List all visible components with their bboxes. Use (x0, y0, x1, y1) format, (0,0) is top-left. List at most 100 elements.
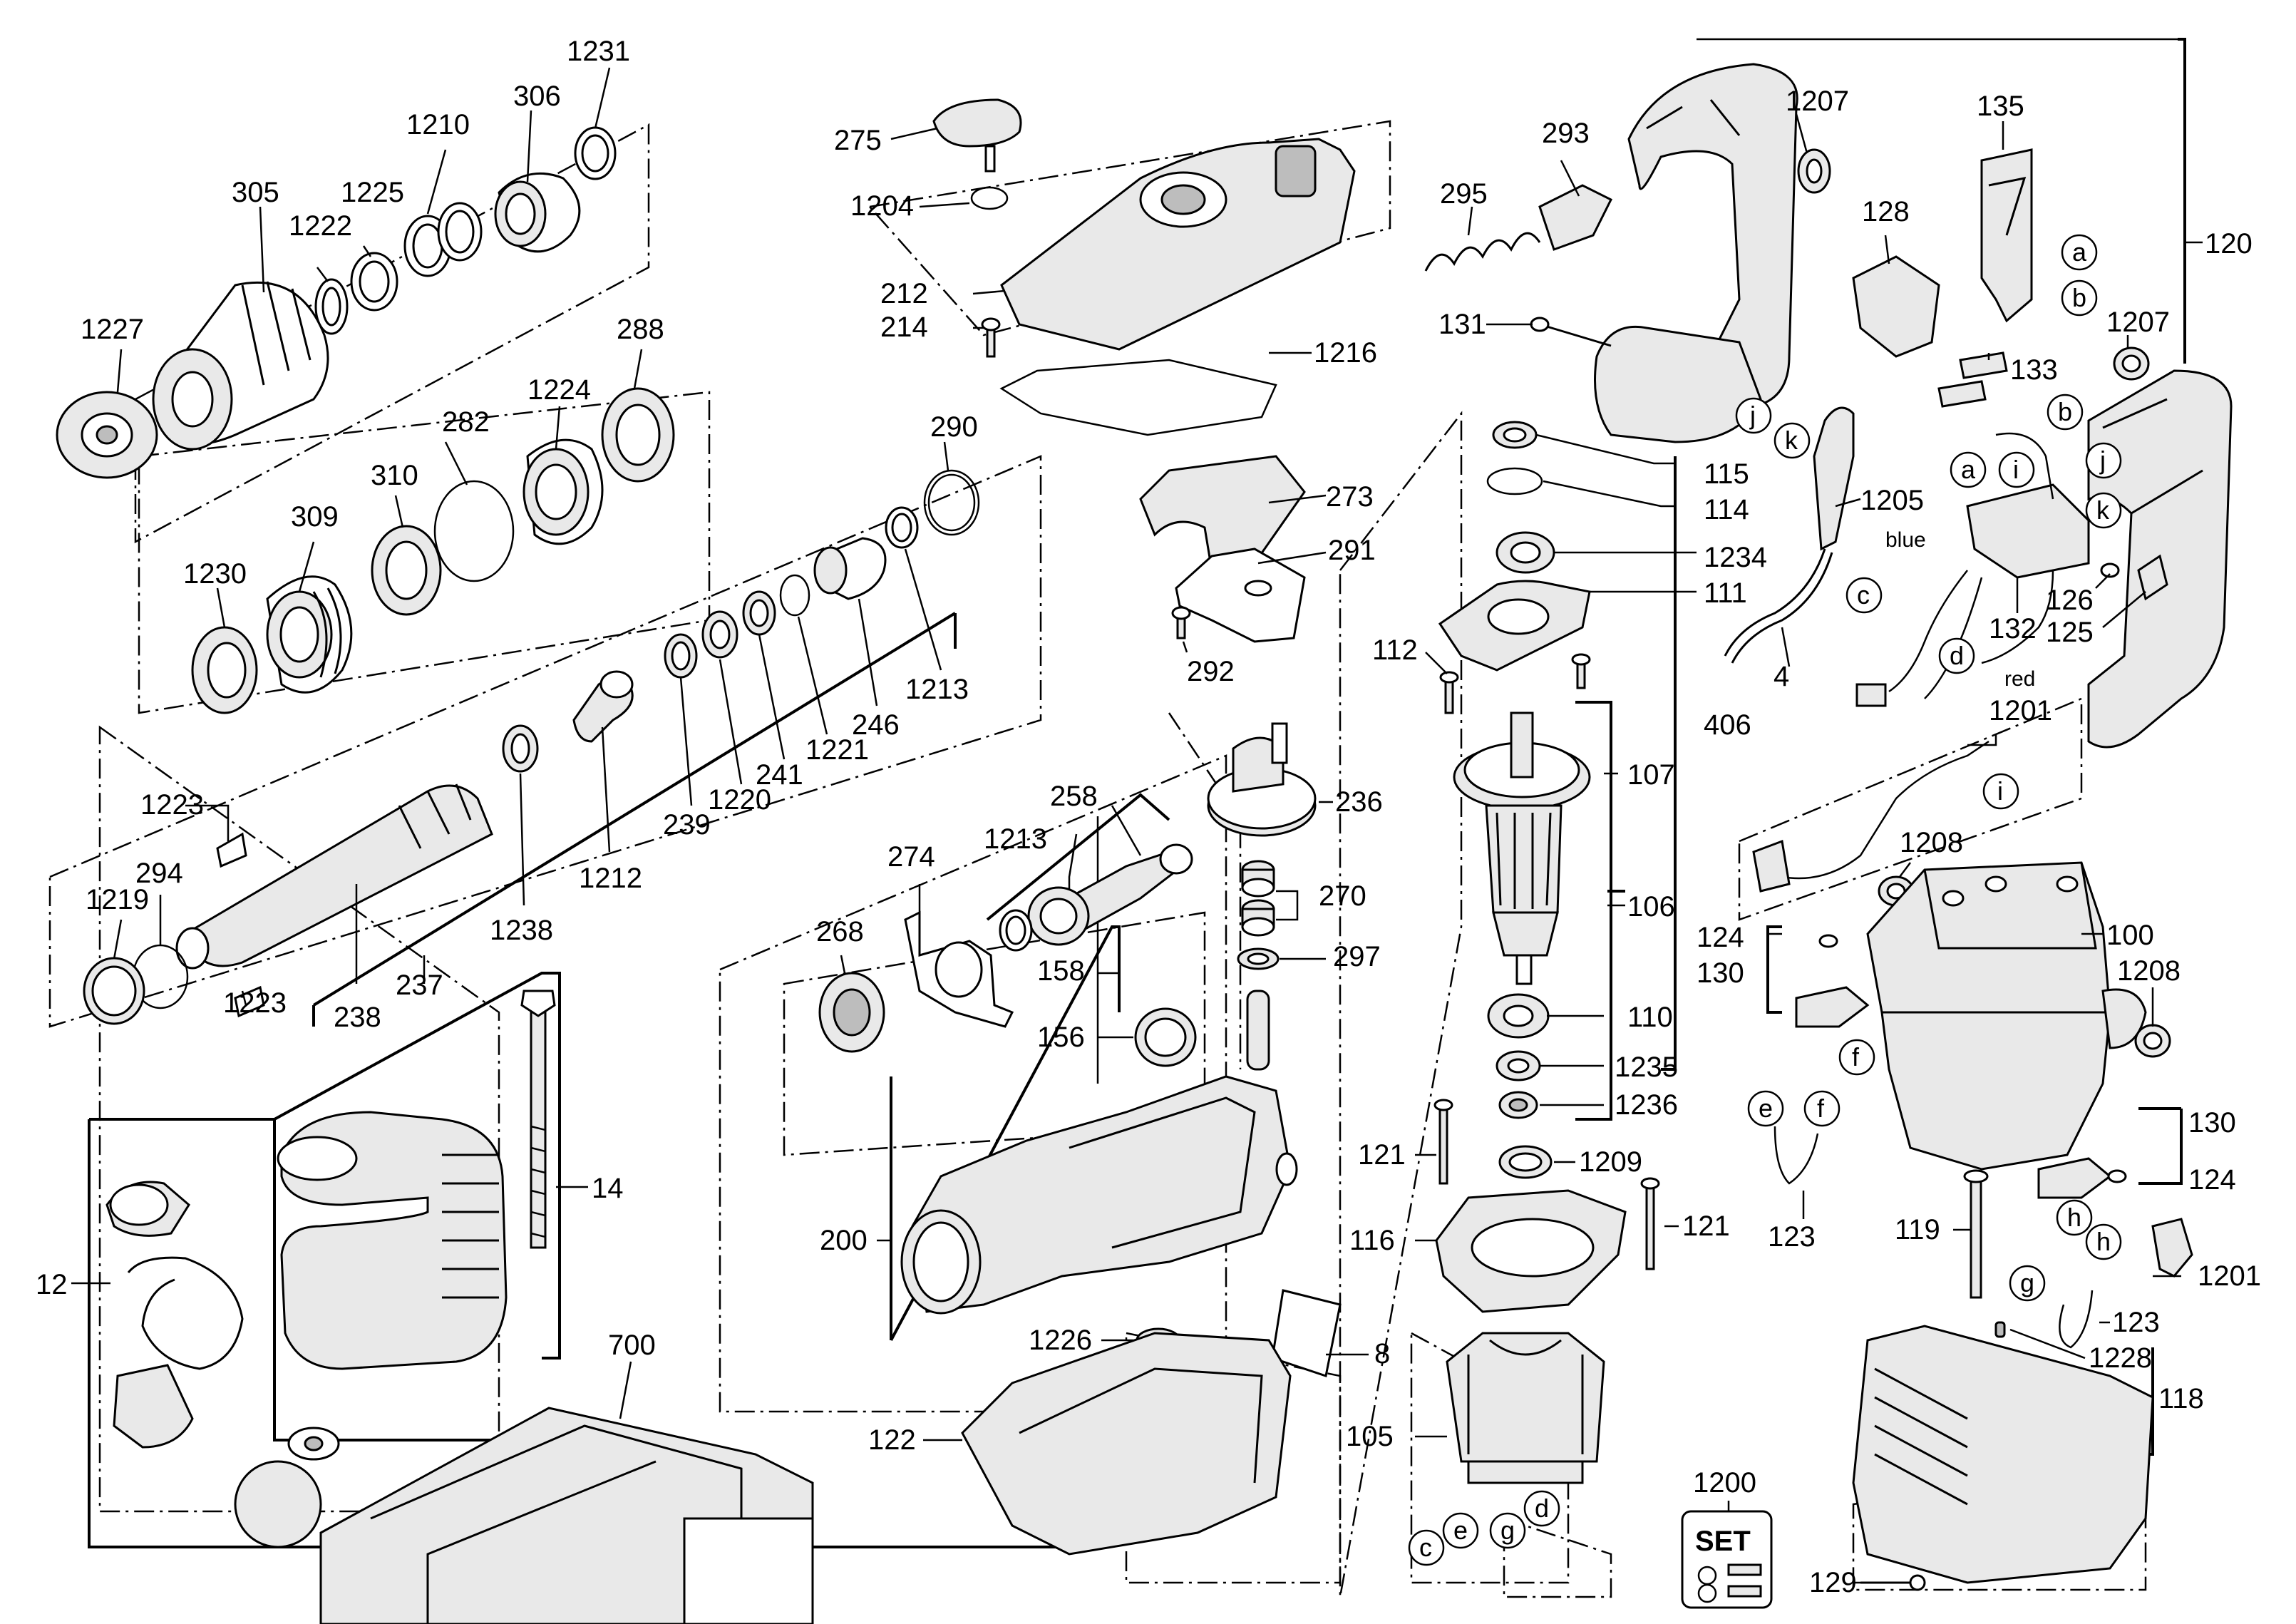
label-1204: 1204 (850, 190, 914, 222)
label-295: 295 (1440, 178, 1488, 210)
label-130a: 130 (1697, 957, 1744, 989)
label-124b: 124 (2188, 1164, 2236, 1196)
label-1208b: 1208 (2117, 955, 2181, 987)
label-246: 246 (852, 709, 900, 741)
set-badge-label: SET (1695, 1526, 1751, 1557)
label-128: 128 (1862, 196, 1910, 227)
label-1205: 1205 (1860, 485, 1924, 516)
label-306: 306 (513, 81, 561, 112)
label-1236: 1236 (1615, 1089, 1678, 1121)
label-14: 14 (592, 1173, 624, 1204)
label-114: 114 (1704, 494, 1749, 525)
chuck-assembly (56, 126, 617, 479)
label-156: 156 (1037, 1022, 1085, 1053)
label-237: 237 (396, 970, 443, 1001)
label-214: 214 (880, 312, 928, 343)
wire-letter-k: k (2096, 495, 2110, 525)
rear-handle (1424, 63, 2233, 893)
leader-lines (71, 67, 2203, 1584)
wire-letter-b: b (2072, 283, 2086, 312)
label-1238: 1238 (490, 915, 553, 946)
label-123a: 123 (1768, 1221, 1816, 1253)
wire-letter-j: j (1749, 401, 1756, 430)
label-1208a: 1208 (1900, 827, 1963, 858)
motor-armature (1433, 421, 1660, 1484)
wire-letter-h: h (2096, 1227, 2111, 1256)
label-1201a: 1201 (1989, 695, 2052, 726)
label-1220: 1220 (708, 784, 771, 816)
label-1200: 1200 (1693, 1467, 1756, 1499)
wire-letter-i: i (2013, 455, 2019, 484)
label-700: 700 (608, 1330, 656, 1361)
label-293: 293 (1542, 118, 1590, 149)
label-125: 125 (2046, 617, 2094, 648)
label-258: 258 (1050, 781, 1098, 812)
wire-letter-g: g (1500, 1516, 1515, 1545)
label-1216: 1216 (1314, 337, 1377, 369)
label-268: 268 (816, 916, 864, 947)
wire-letter-circles (1408, 234, 2122, 1566)
label-121b: 121 (1682, 1211, 1730, 1242)
label-1221: 1221 (805, 734, 869, 766)
label-112: 112 (1372, 634, 1418, 666)
label-291: 291 (1328, 535, 1376, 566)
label-126: 126 (2046, 585, 2094, 616)
wire-letter-c: c (1857, 580, 1870, 610)
wire-letter-a: a (1961, 455, 1976, 484)
label-100: 100 (2106, 920, 2154, 951)
label-1213b: 1213 (984, 823, 1047, 855)
label-1222: 1222 (289, 210, 352, 242)
gear-rings-row (191, 387, 980, 714)
label-132: 132 (1989, 613, 2037, 644)
wire-letter-a: a (2072, 237, 2087, 267)
label-310: 310 (371, 460, 418, 491)
motor-housing (1681, 861, 2193, 1609)
label-133: 133 (2010, 354, 2058, 386)
label-123b: 123 (2112, 1307, 2160, 1338)
label-115: 115 (1704, 458, 1749, 490)
label-1230: 1230 (183, 558, 247, 590)
label-1223b: 1223 (223, 987, 287, 1019)
wire-letter-b: b (2058, 397, 2072, 426)
label-1201b: 1201 (2198, 1260, 2261, 1292)
label-1219: 1219 (86, 884, 149, 915)
carry-case (319, 1407, 814, 1624)
label-4: 4 (1774, 661, 1789, 692)
label-129: 129 (1809, 1567, 1857, 1598)
label-294: 294 (135, 858, 183, 889)
label-116: 116 (1349, 1225, 1395, 1256)
wire-letter-e: e (1759, 1094, 1773, 1123)
label-274: 274 (887, 841, 935, 873)
label-120: 120 (2205, 228, 2253, 259)
wire-color-red: red (2004, 667, 2035, 691)
wire-color-blue: blue (1885, 528, 1926, 552)
label-241: 241 (756, 759, 803, 791)
label-236: 236 (1335, 786, 1383, 818)
label-1207b: 1207 (2106, 307, 2170, 338)
label-1227: 1227 (81, 314, 144, 345)
label-1224: 1224 (527, 374, 591, 406)
wire-letter-e: e (1453, 1516, 1468, 1545)
label-131: 131 (1438, 309, 1486, 340)
wire-letter-f: f (1852, 1042, 1860, 1071)
label-406: 406 (1704, 709, 1751, 741)
gear-housing (900, 1075, 1342, 1556)
label-107: 107 (1627, 759, 1675, 791)
wire-letter-j: j (2099, 446, 2106, 475)
label-135: 135 (1977, 91, 2024, 122)
label-282: 282 (442, 406, 490, 438)
label-1212: 1212 (579, 863, 642, 894)
wire-letters: a b j k b a i j k c d i f e f h h g c e … (1419, 237, 2111, 1562)
label-270: 270 (1319, 880, 1366, 912)
label-111: 111 (1704, 577, 1747, 609)
wire-letter-d: d (1950, 641, 1964, 670)
label-275: 275 (834, 125, 882, 156)
label-1225: 1225 (341, 177, 404, 208)
label-1226: 1226 (1029, 1325, 1092, 1356)
label-118: 118 (2158, 1383, 2204, 1414)
label-1234: 1234 (1704, 542, 1767, 573)
gear-train (818, 722, 1317, 1071)
wire-letter-d: d (1535, 1494, 1549, 1523)
label-1209: 1209 (1579, 1146, 1642, 1178)
